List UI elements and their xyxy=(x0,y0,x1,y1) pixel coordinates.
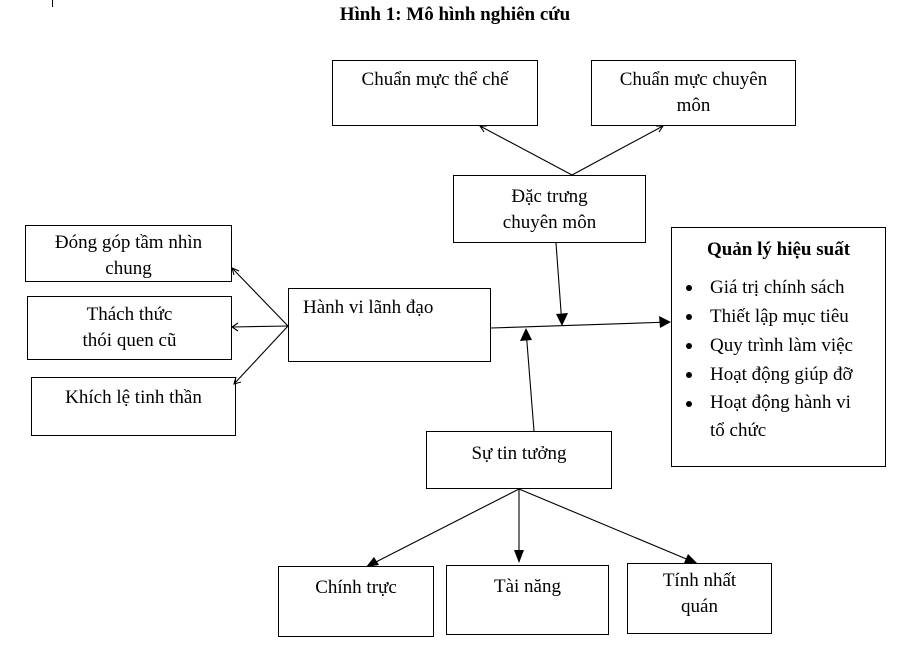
qlsx-list: Giá trị chính sách Thiết lập mục tiêu Qu… xyxy=(672,273,885,445)
box-tai-nang: Tài năng xyxy=(446,565,609,635)
box-chuan-muc-chuyen-mon: Chuẩn mực chuyên môn xyxy=(591,60,796,126)
box-khich-le-tinh-than: Khích lệ tinh thần xyxy=(31,377,236,436)
box-chinh-truc: Chính trực xyxy=(278,566,434,637)
edge-hanhvi-to-thachthuc xyxy=(231,325,289,328)
list-item: Hoạt động hành vi tổ chức xyxy=(686,389,860,445)
arrowhead-thieche xyxy=(478,125,487,133)
box-su-tin-tuong: Sự tin tưởng xyxy=(426,431,612,489)
box-hanh-vi-lanh-dao: Hành vi lãnh đạo xyxy=(288,288,491,362)
box-tinh-nhat-quan: Tính nhất quán xyxy=(627,563,772,634)
list-item: Giá trị chính sách xyxy=(686,273,885,302)
arrowhead-tintuong-up xyxy=(520,328,532,341)
edge-tintuong-to-tinhnhatquan xyxy=(518,488,697,564)
edge-main-to-qlsx xyxy=(490,321,671,329)
corner-tick-mark xyxy=(52,0,53,7)
qlsx-title: Quản lý hiệu suất xyxy=(706,239,851,260)
edge-dactrung-to-chuyenmon xyxy=(571,125,664,176)
arrowhead-dactrung-down xyxy=(556,313,568,326)
box-dong-gop-tam-nhin: Đóng góp tầm nhìn chung xyxy=(25,225,232,282)
box-quan-ly-hieu-suat: Quản lý hiệu suất Giá trị chính sách Thi… xyxy=(671,227,886,467)
arrowhead-qlsx xyxy=(659,316,671,328)
list-item: Hoạt động giúp đỡ xyxy=(686,360,885,389)
box-chuan-muc-the-che: Chuẩn mực thể chế xyxy=(332,60,538,126)
edge-dactrung-down xyxy=(555,242,563,326)
edge-dactrung-to-thieche xyxy=(479,125,573,176)
box-dac-trung-chuyen-mon: Đặc trưng chuyên môn xyxy=(453,175,646,243)
figure-title: Hình 1: Mô hình nghiên cứu xyxy=(339,4,571,25)
arrowhead-tinhnhatquan xyxy=(684,554,698,564)
edge-hanhvi-to-donggop xyxy=(231,267,289,327)
arrowhead-chuyenmon xyxy=(656,125,665,133)
box-thach-thuc-thoi-quen: Thách thức thói quen cũ xyxy=(27,296,232,360)
arrowhead-tainang xyxy=(514,550,524,563)
edge-tintuong-to-chinhtruc xyxy=(367,488,520,567)
arrowhead-thachthuc xyxy=(231,322,239,332)
list-item: Thiết lập mục tiêu xyxy=(686,302,885,331)
arrowhead-chinhtruc xyxy=(366,557,379,567)
edge-hanhvi-to-khichle xyxy=(233,325,289,385)
list-item: Quy trình làm việc xyxy=(686,331,885,360)
edge-tintuong-up xyxy=(525,329,535,432)
arrowhead-donggop xyxy=(231,267,240,276)
